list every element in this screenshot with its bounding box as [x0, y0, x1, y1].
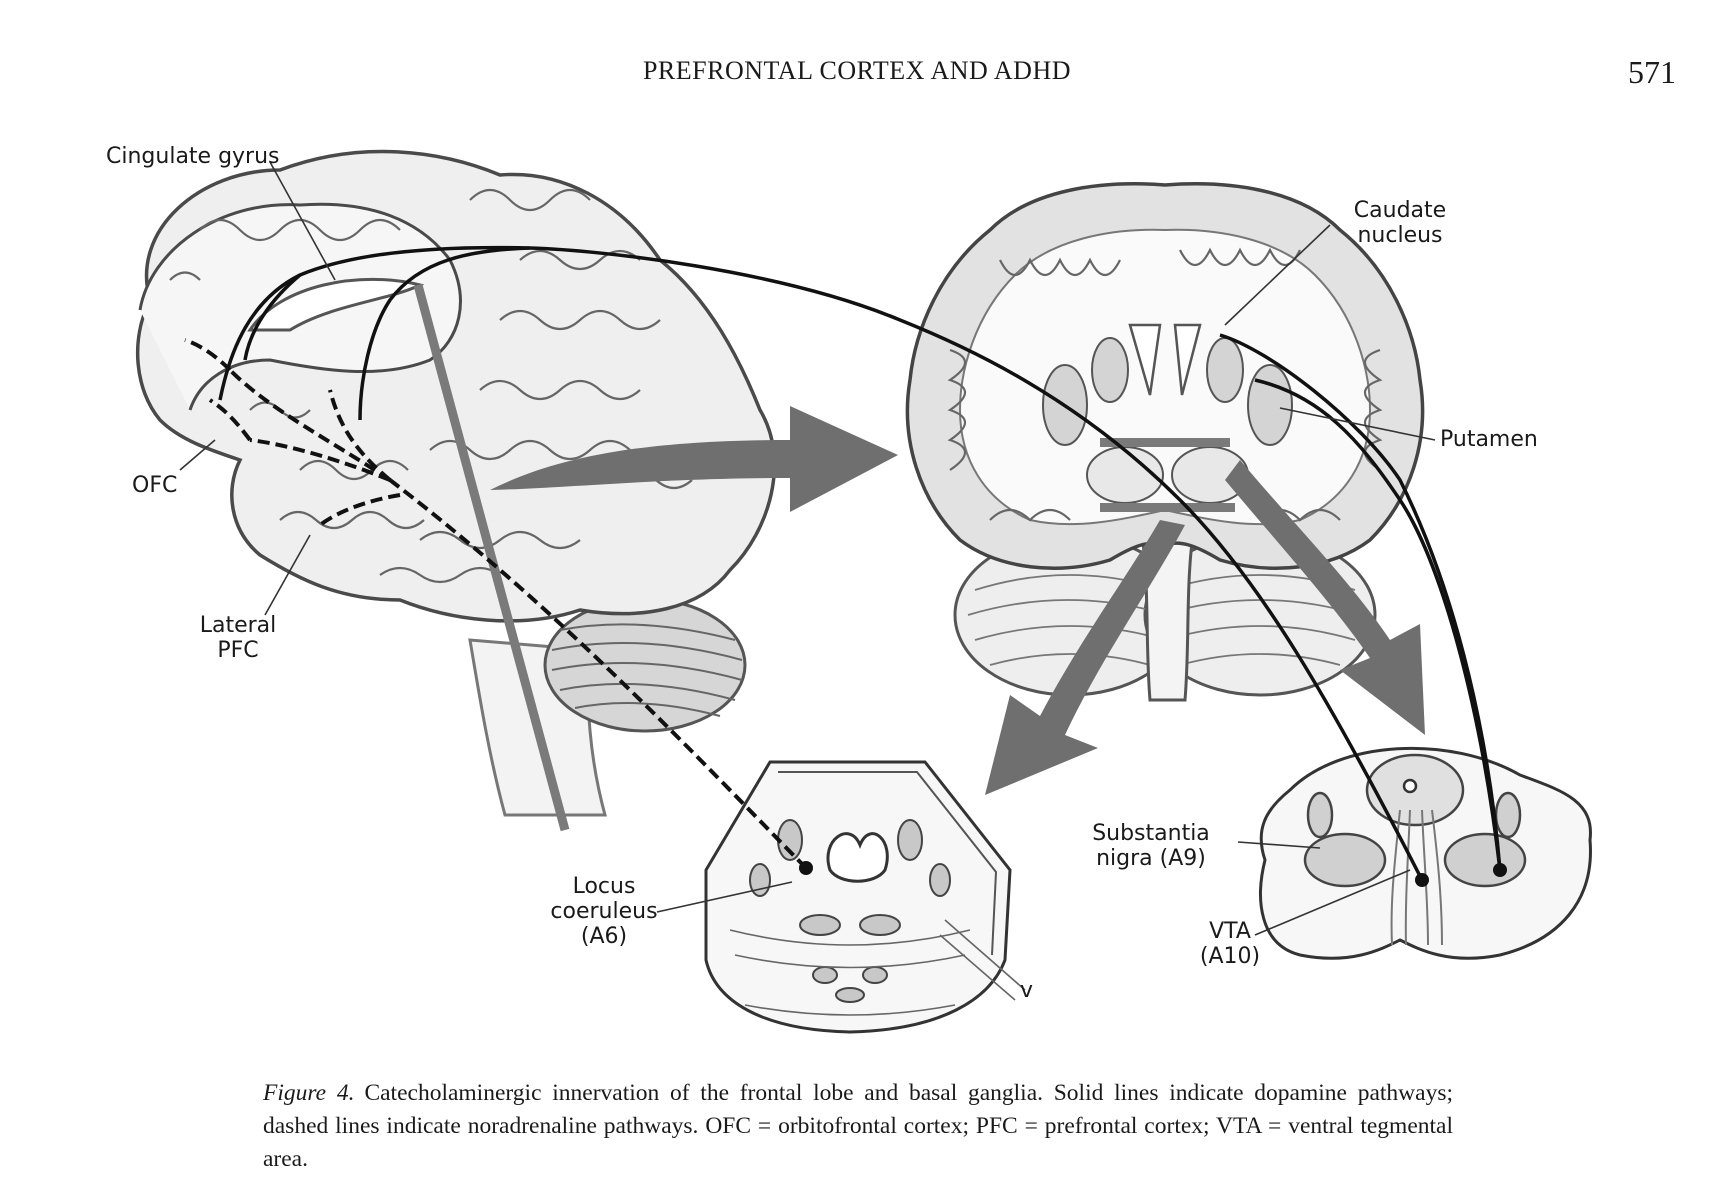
label-vta-line2: (A10): [1200, 944, 1260, 969]
caudate-left: [1091, 337, 1129, 403]
label-caudate-line1: Caudate: [1354, 198, 1446, 223]
cerebellum-sagittal: [543, 597, 747, 733]
running-head: PREFRONTAL CORTEX AND ADHD: [642, 56, 1072, 85]
page-number: 571: [1628, 54, 1676, 90]
vta-dot: [1415, 873, 1429, 887]
caption-text: Catecholaminergic innervation of the fro…: [263, 1080, 1453, 1172]
figure-label: Figure 4.: [263, 1080, 355, 1106]
locus-coeruleus-dot: [799, 861, 813, 875]
arrow-to-midbrain: [1225, 460, 1425, 735]
label-caudate-line2: nucleus: [1357, 223, 1442, 248]
label-locus-line2: coeruleus: [550, 899, 657, 924]
substantia-nigra-right: [1443, 832, 1527, 888]
section-bar-lower: [1100, 503, 1235, 512]
label-putamen: Putamen: [1440, 427, 1538, 452]
da-mesocortical: [218, 245, 1424, 881]
leader-lines: [179, 161, 1436, 936]
label-lateral-pfc-line2: PFC: [217, 638, 258, 663]
arrow-to-pons: [985, 520, 1185, 795]
label-lateral-pfc-line1: Lateral: [200, 613, 277, 638]
label-cingulate-gyrus: Cingulate gyrus: [106, 144, 280, 169]
putamen-right: [1247, 364, 1293, 446]
da-nigrostriatal: [1254, 378, 1502, 871]
label-vta-line1: VTA: [1209, 919, 1251, 944]
substantia-nigra-dot: [1493, 863, 1507, 877]
pons-section: v: [704, 760, 1033, 1034]
label-locus-line3: (A6): [581, 924, 627, 949]
label-locus-line1: Locus: [573, 874, 636, 899]
label-substantia-line2: nigra (A9): [1096, 846, 1206, 871]
substantia-nigra-left: [1303, 832, 1387, 888]
anatomical-labels: Cingulate gyrus OFC Lateral PFC Caudate …: [106, 144, 1538, 969]
section-plane-line: [413, 283, 570, 832]
figure-caption: Figure 4.Catecholaminergic innervation o…: [263, 1077, 1453, 1176]
label-substantia-line1: Substantia: [1092, 821, 1210, 846]
na-main-path: [388, 478, 808, 870]
dopamine-pathways: [218, 245, 1502, 881]
brainstem-mark-text: v: [1020, 978, 1033, 1003]
caudate-right: [1206, 337, 1244, 403]
sagittal-brain: [135, 149, 777, 832]
noradrenaline-pathways: [184, 338, 808, 870]
transition-arrows: [490, 406, 1425, 795]
arrow-to-coronal: [490, 406, 898, 512]
section-bar-upper: [1100, 438, 1230, 447]
midbrain-section: [1259, 746, 1592, 960]
label-ofc: OFC: [132, 473, 177, 498]
